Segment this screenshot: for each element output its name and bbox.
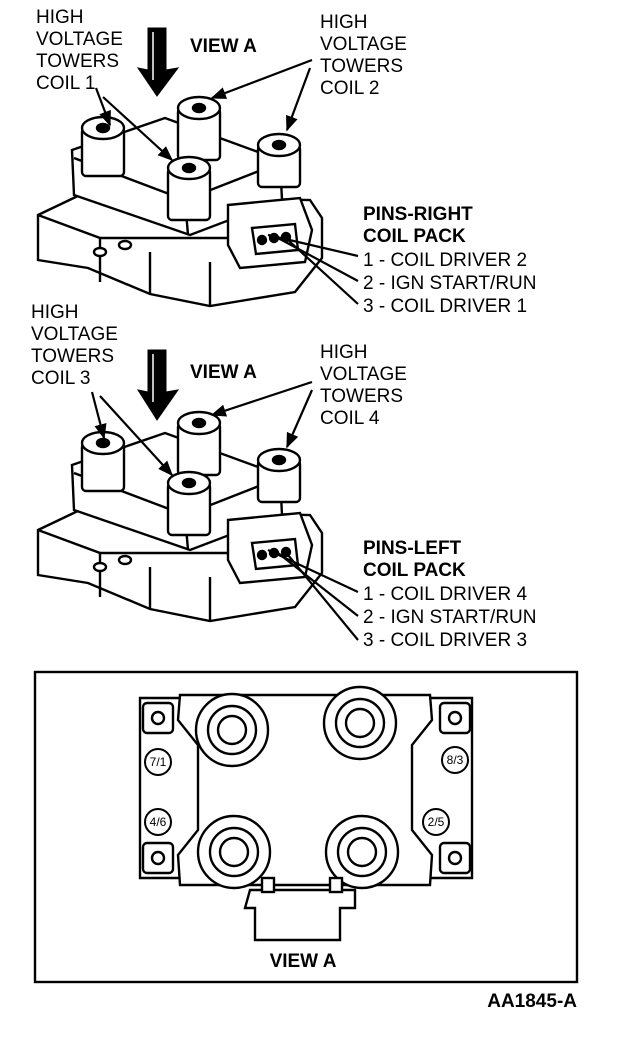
marking-4-6: 4/6 <box>144 808 172 836</box>
tower-coil1-rear-left <box>80 115 126 178</box>
tower-coil2-rear <box>176 95 222 162</box>
pins-right-list: 1 - COIL DRIVER 2 2 - IGN START/RUN 3 - … <box>363 250 542 317</box>
svg-text:8/3: 8/3 <box>447 753 464 767</box>
view-a-arrow-top <box>136 27 180 97</box>
coil-pack-left <box>36 410 324 623</box>
tower-coil4-rear <box>176 410 222 477</box>
tower-coil3-rear-left <box>80 430 126 493</box>
view-a-label-top: VIEW A <box>190 36 257 57</box>
tower-coil4-right <box>256 447 302 504</box>
tower-coil2-right <box>256 132 302 189</box>
top-leader-lines <box>94 58 359 305</box>
svg-text:2/5: 2/5 <box>428 815 445 829</box>
figure-id: AA1845-A <box>487 991 577 1012</box>
marking-8-3: 8/3 <box>441 746 469 774</box>
marking-7-1: 7/1 <box>144 748 172 776</box>
pins-left-title: PINS-LEFT COIL PACK <box>363 538 466 581</box>
svg-text:4/6: 4/6 <box>150 815 167 829</box>
view-a-markings: 7/1 8/3 4/6 2/5 <box>144 746 469 836</box>
view-a-tower-top-left <box>194 692 270 768</box>
tower-coil1-front <box>166 155 212 222</box>
coil4-label: HIGH VOLTAGE TOWERS COIL 4 <box>320 342 412 429</box>
coil1-label: HIGH VOLTAGE TOWERS COIL 1 <box>36 7 128 94</box>
view-a-tower-bottom-left <box>196 814 272 890</box>
coil2-label: HIGH VOLTAGE TOWERS COIL 2 <box>320 12 412 99</box>
pins-right-title: PINS-RIGHT COIL PACK <box>363 204 478 247</box>
view-a-frame <box>33 670 579 984</box>
view-a-label-middle: VIEW A <box>190 362 257 383</box>
view-a-tower-top-right <box>322 685 398 761</box>
coil3-label: HIGH VOLTAGE TOWERS COIL 3 <box>31 302 123 389</box>
view-a-arrow-middle <box>136 349 180 421</box>
middle-leader-lines <box>90 380 359 641</box>
view-a-top-down <box>138 685 474 942</box>
view-a-tower-bottom-right <box>324 814 400 890</box>
svg-text:7/1: 7/1 <box>150 755 167 769</box>
view-a-caption: VIEW A <box>270 951 337 972</box>
marking-2-5: 2/5 <box>422 808 450 836</box>
pins-left-list: 1 - COIL DRIVER 4 2 - IGN START/RUN 3 - … <box>363 584 542 651</box>
tower-coil3-front <box>166 470 212 537</box>
coil-pack-right <box>36 95 324 308</box>
